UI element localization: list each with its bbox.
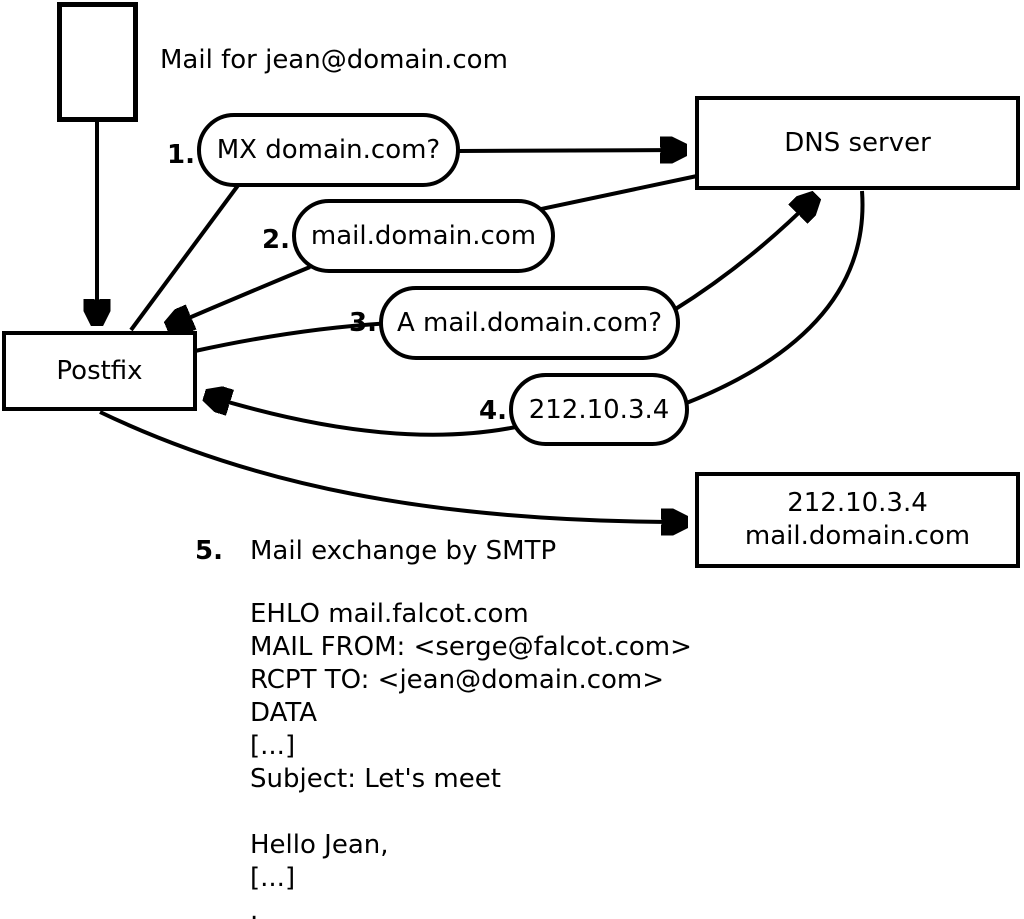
mail-server-node: 212.10.3.4 mail.domain.com	[695, 472, 1020, 568]
smtp-line: RCPT TO: <jean@domain.com>	[250, 665, 665, 695]
dns-server-node: DNS server	[695, 96, 1020, 190]
postfix-node: Postfix	[2, 331, 197, 411]
arrow-query1-to-dns	[457, 150, 683, 151]
arrow-query3-to-dns	[672, 198, 814, 312]
mail-server-host-label: mail.domain.com	[744, 521, 971, 551]
smtp-line	[250, 796, 692, 829]
arrow-reply4-to-postfix	[208, 396, 517, 437]
reply-pill-mx: mail.domain.com	[292, 199, 555, 273]
mail-envelope-node	[57, 2, 138, 122]
step-1-number: 1.	[167, 140, 195, 170]
reply-pill-ip: 212.10.3.4	[509, 373, 689, 446]
reply-pill-ip-label: 212.10.3.4	[528, 394, 670, 425]
smtp-line: .	[250, 896, 259, 919]
smtp-line: Hello Jean,	[250, 830, 389, 860]
step-5-number: 5.	[195, 536, 223, 566]
smtp-line: [...]	[250, 731, 296, 761]
smtp-line: Subject: Let's meet	[250, 764, 501, 794]
step-4-number: 4.	[479, 396, 507, 426]
line-dns-to-reply4	[683, 190, 865, 406]
postfix-label: Postfix	[56, 355, 143, 386]
mail-note-label: Mail for jean@domain.com	[160, 45, 508, 75]
query-pill-a-label: A mail.domain.com?	[397, 308, 662, 338]
reply-pill-mx-label: mail.domain.com	[310, 221, 537, 251]
step-3-number: 3.	[349, 308, 377, 338]
smtp-line: DATA	[250, 698, 317, 728]
smtp-line: MAIL FROM: <serge@falcot.com>	[250, 632, 692, 662]
query-pill-a: A mail.domain.com?	[379, 286, 680, 360]
mail-server-ip-label: 212.10.3.4	[787, 488, 928, 518]
query-pill-mx: MX domain.com?	[197, 113, 460, 187]
line-postfix-to-query3	[194, 321, 393, 353]
smtp-line: EHLO mail.falcot.com	[250, 599, 529, 629]
query-pill-mx-label: MX domain.com?	[216, 135, 441, 165]
arrow-reply2-to-postfix	[170, 265, 311, 326]
step-5-label: Mail exchange by SMTP	[250, 536, 557, 566]
line-postfix-to-query1	[129, 178, 244, 332]
dns-server-label: DNS server	[784, 127, 931, 158]
smtp-session-block: EHLO mail.falcot.com MAIL FROM: <serge@f…	[250, 598, 692, 919]
smtp-line: [...]	[250, 863, 296, 893]
arrow-postfix-to-mailserver-smtp	[99, 410, 684, 522]
step-2-number: 2.	[262, 225, 290, 255]
